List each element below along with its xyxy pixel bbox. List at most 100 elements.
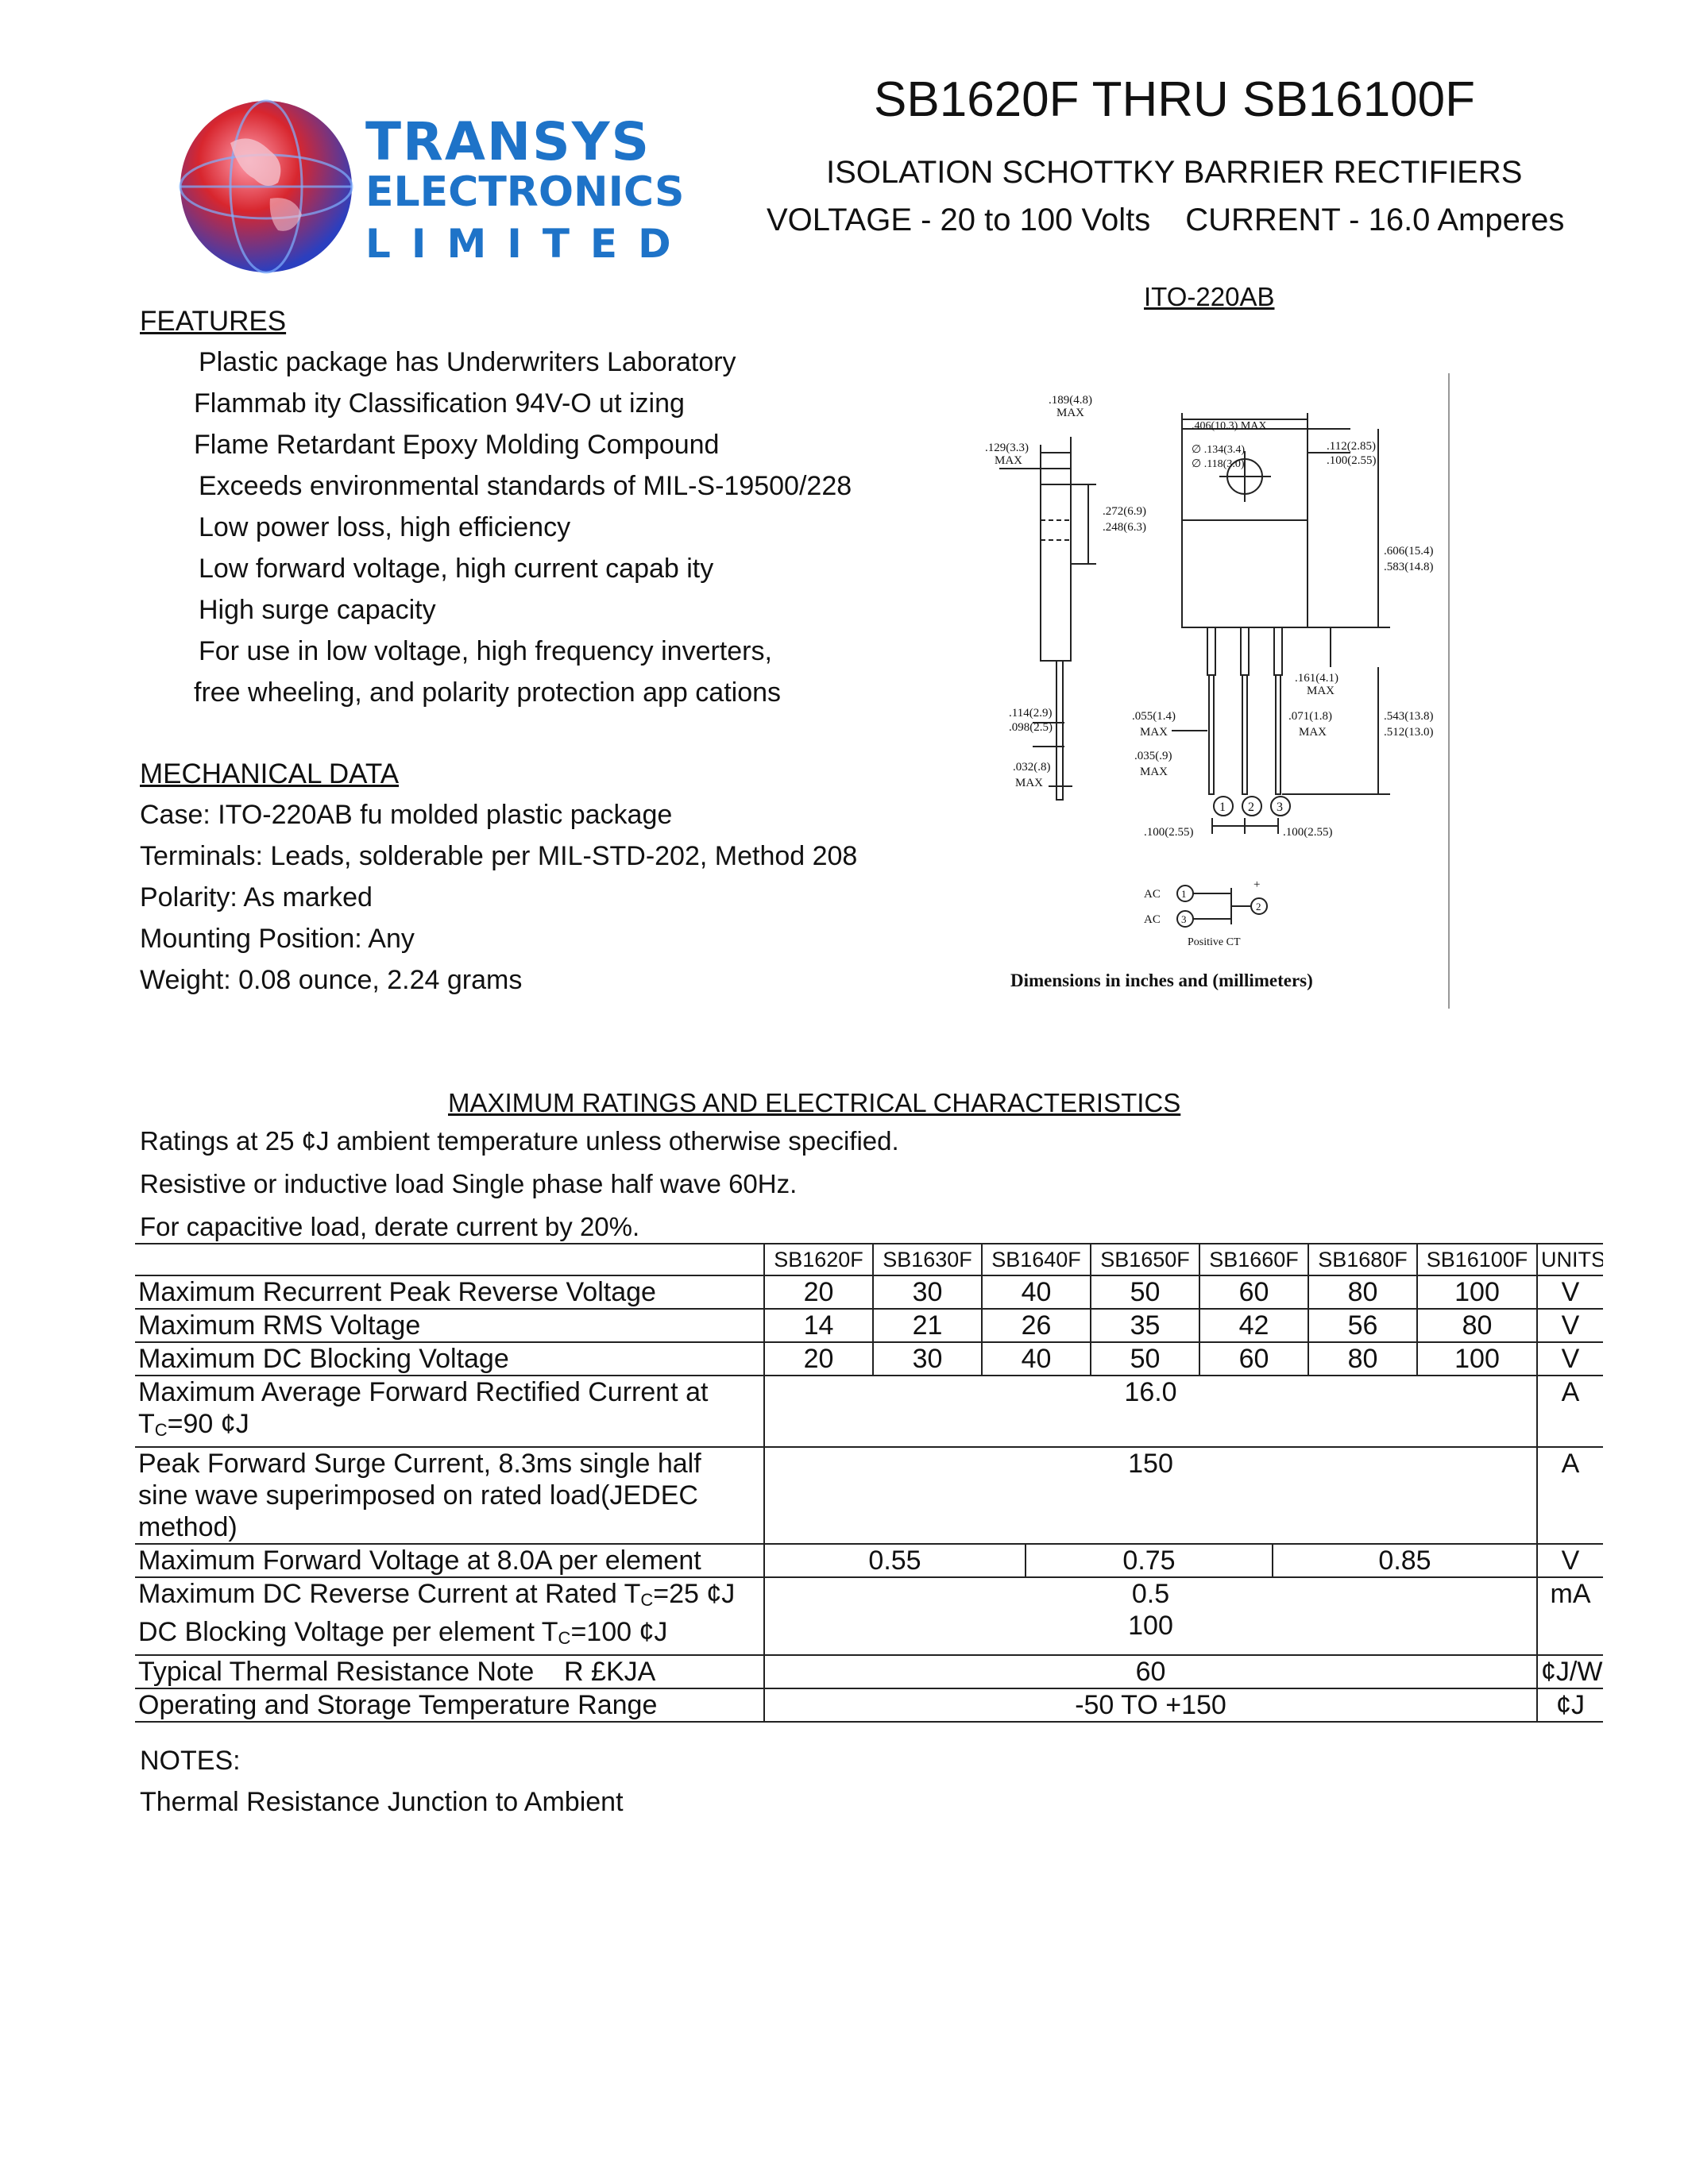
mechanical-item: Terminals: Leads, solderable per MIL-STD… — [140, 841, 858, 871]
schematic-label: AC — [1144, 888, 1161, 901]
cell-value: 60 — [763, 1654, 1538, 1689]
cell-value: 26 — [981, 1308, 1091, 1343]
row-label: Maximum RMS Voltage — [135, 1308, 765, 1343]
unit-cell: V — [1536, 1308, 1603, 1343]
cell-value: 42 — [1199, 1308, 1309, 1343]
dim-label: .100(2.55) — [1283, 826, 1333, 839]
side-view-lead — [1056, 660, 1064, 801]
column-header: SB1660F — [1199, 1243, 1309, 1276]
ratings-condition: Ratings at 25 ¢J ambient temperature unl… — [140, 1126, 899, 1156]
cell-value: 30 — [872, 1341, 983, 1376]
schematic-label: AC — [1144, 913, 1161, 926]
pin-number: 1 — [1219, 801, 1226, 814]
cell-value: -50 TO +150 — [763, 1688, 1538, 1723]
dim-label: .129(3.3) — [985, 442, 1029, 454]
column-header: SB1680F — [1308, 1243, 1418, 1276]
cell-value: 14 — [763, 1308, 874, 1343]
dim-label: ∅ .118(3.0) — [1192, 458, 1245, 470]
cell-value: 0.75 — [1026, 1545, 1273, 1576]
unit-cell: ¢J/W — [1536, 1654, 1603, 1689]
dim-label: .543(13.8) — [1384, 710, 1434, 723]
mechanical-heading: MECHANICAL DATA — [140, 758, 400, 789]
cell-value: 50 — [1090, 1275, 1200, 1310]
ratings-table: SB1620F SB1630F SB1640F SB1650F SB1660F … — [135, 1243, 1603, 1723]
logo-line-2: ELECTRONICS — [365, 168, 685, 216]
drawing-border — [1448, 373, 1450, 1009]
cell-value: 150 — [763, 1446, 1538, 1545]
table-row: Maximum DC Reverse Current at Rated TC=2… — [135, 1576, 1603, 1656]
table-row: Typical Thermal Resistance Note R £KJA 6… — [135, 1654, 1603, 1689]
row-label: Maximum Average Forward Rectified Curren… — [135, 1375, 765, 1448]
feature-item: High surge capacity — [199, 595, 436, 625]
feature-item: Low power loss, high efficiency — [199, 512, 571, 542]
row-label: Maximum DC Blocking Voltage — [135, 1341, 765, 1376]
dim-label: .606(15.4) — [1384, 545, 1434, 558]
cell-value: 100 — [1416, 1275, 1538, 1310]
dim-label: .100(2.55) — [1327, 454, 1377, 467]
column-header: SB1650F — [1090, 1243, 1200, 1276]
feature-item: Exceeds environmental standards of MIL-S… — [199, 471, 852, 501]
pin-number: 2 — [1256, 901, 1261, 913]
row-label: Peak Forward Surge Current, 8.3ms single… — [135, 1446, 765, 1545]
cell-value: 80 — [1416, 1308, 1538, 1343]
unit-cell: A — [1536, 1375, 1603, 1448]
dim-label: .098(2.5) — [1009, 721, 1053, 734]
row-label: Maximum DC Reverse Current at Rated TC=2… — [135, 1576, 765, 1656]
feature-item: Flammab ity Classification 94V-O ut izin… — [194, 388, 685, 419]
dim-label: .100(2.55) — [1144, 826, 1194, 839]
dim-label: .272(6.9) — [1103, 505, 1146, 518]
company-logo: TRANSYS ELECTRONICS LIMITED — [175, 95, 685, 278]
table-header-row: SB1620F SB1630F SB1640F SB1650F SB1660F … — [135, 1243, 1603, 1276]
dim-label: MAX — [1015, 777, 1043, 789]
side-view-body — [1040, 484, 1072, 662]
feature-item: Low forward voltage, high current capab … — [199, 554, 714, 584]
pin-number: 2 — [1248, 801, 1254, 814]
dim-label: .248(6.3) — [1103, 521, 1146, 534]
cell-value: 0.55 — [765, 1545, 1026, 1576]
ratings-condition: Resistive or inductive load Single phase… — [140, 1169, 798, 1198]
mechanical-item: Polarity: As marked — [140, 882, 373, 913]
ratings-heading: MAXIMUM RATINGS AND ELECTRICAL CHARACTER… — [448, 1088, 1181, 1117]
globe-icon — [179, 99, 353, 274]
feature-item: For use in low voltage, high frequency i… — [199, 636, 772, 666]
notes-text: Thermal Resistance Junction to Ambient — [140, 1787, 624, 1817]
dim-label: MAX — [1056, 407, 1084, 419]
mechanical-item: Case: ITO-220AB fu molded plastic packag… — [140, 800, 673, 830]
cell-value: 80 — [1308, 1341, 1418, 1376]
dim-label: .112(2.85) — [1327, 440, 1376, 453]
schematic-label: Positive CT — [1188, 936, 1241, 948]
package-outline-drawing: .189(4.8) MAX .129(3.3) MAX .406(10.3) M… — [985, 394, 1434, 990]
cell-value: 30 — [872, 1275, 983, 1310]
dim-label: .055(1.4) — [1132, 710, 1176, 723]
logo-line-3: LIMITED — [365, 221, 692, 267]
drawing-caption: Dimensions in inches and (millimeters) — [1010, 970, 1313, 990]
current-rating: CURRENT - 16.0 Amperes — [1185, 203, 1565, 237]
notes-heading: NOTES: — [140, 1746, 241, 1776]
column-header: UNITS — [1536, 1243, 1603, 1276]
mechanical-item: Weight: 0.08 ounce, 2.24 grams — [140, 965, 523, 995]
unit-cell: ¢J — [1536, 1688, 1603, 1723]
cell-value: 16.0 — [763, 1375, 1538, 1448]
pin-number: 3 — [1181, 913, 1187, 925]
cell-value: 0.5 100 — [763, 1576, 1538, 1656]
cell-value: 0.85 — [1378, 1545, 1431, 1576]
dim-label: .032(.8) — [1013, 761, 1051, 774]
cell-value: 40 — [981, 1341, 1091, 1376]
dim-label: MAX — [1140, 726, 1168, 739]
ratings-condition: For capacitive load, derate current by 2… — [140, 1212, 640, 1241]
column-header: SB1640F — [981, 1243, 1091, 1276]
dim-label: .071(1.8) — [1288, 710, 1332, 723]
dim-label: .512(13.0) — [1384, 726, 1434, 739]
feature-item: free wheeling, and polarity protection a… — [194, 677, 782, 708]
cell-value: 21 — [872, 1308, 983, 1343]
table-row: Operating and Storage Temperature Range … — [135, 1688, 1603, 1723]
pin-number: 1 — [1181, 888, 1187, 900]
schematic-label: + — [1253, 878, 1260, 891]
row-label: Maximum Forward Voltage at 8.0A per elem… — [135, 1543, 765, 1578]
unit-cell: V — [1536, 1341, 1603, 1376]
features-heading: FEATURES — [140, 306, 287, 337]
dim-label: .406(10.3) MAX — [1192, 420, 1267, 432]
cell-value: 100 — [1416, 1341, 1538, 1376]
column-header: SB16100F — [1416, 1243, 1538, 1276]
cell-value: 20 — [763, 1275, 874, 1310]
